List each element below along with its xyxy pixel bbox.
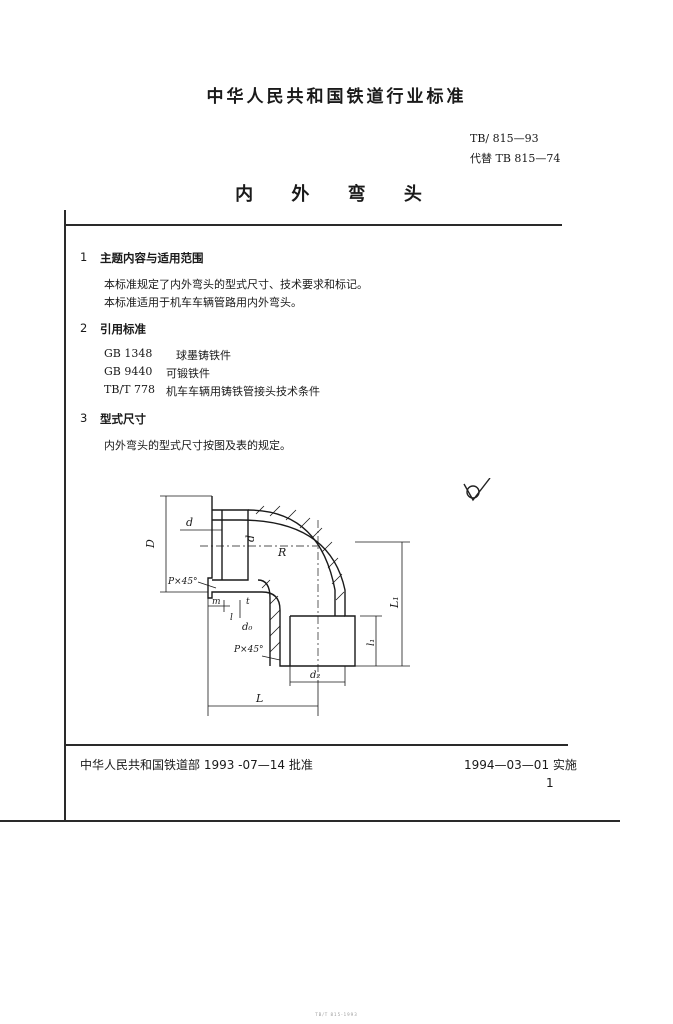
elbow-drawing: D d d R P×45° t m l d₀ P×45° L₁ l₁ d₂ L bbox=[144, 495, 410, 716]
section-number: 1 bbox=[80, 250, 88, 264]
issuer-line: 中华人民共和国铁道部 1993 -07—14 批准 bbox=[80, 758, 313, 772]
drawing-label-m: m bbox=[212, 597, 221, 607]
drawing-label-d0: d₀ bbox=[242, 622, 252, 633]
drawing-label-d: d bbox=[186, 516, 193, 529]
section-number: 2 bbox=[80, 321, 88, 335]
drawing-label-D: D bbox=[144, 539, 157, 549]
bottom-note: TB/T 815-1993 bbox=[315, 1012, 358, 1017]
drawing-label-P2: P×45° bbox=[233, 645, 264, 655]
reference-code: TB/T 778 bbox=[104, 383, 155, 396]
reference-code: GB 9440 bbox=[104, 365, 153, 378]
page-title: 内 外 弯 头 bbox=[235, 184, 438, 205]
replaces-code: 代替 TB 815—74 bbox=[470, 152, 561, 165]
drawing-label-P: P×45° bbox=[167, 577, 198, 587]
title-divider bbox=[64, 224, 562, 226]
drawing-label-L: L bbox=[255, 692, 263, 705]
reference-name: 可锻铁件 bbox=[166, 367, 210, 380]
paragraph: 本标准规定了内外弯头的型式尺寸、技术要求和标记。 bbox=[104, 278, 368, 291]
section-number: 3 bbox=[80, 411, 88, 425]
standard-body-header: 中华人民共和国铁道行业标准 bbox=[206, 87, 467, 107]
reference-code: GB 1348 bbox=[104, 347, 153, 360]
reference-name: 球墨铸铁件 bbox=[176, 349, 231, 362]
scan-edge-line bbox=[0, 820, 620, 822]
section-title: 主题内容与适用范围 bbox=[100, 251, 204, 265]
drawing-label-l: l bbox=[230, 613, 233, 623]
drawing-label-L1: L₁ bbox=[388, 596, 401, 609]
standard-code: TB/ 815—93 bbox=[470, 132, 539, 145]
drawing-label-d-inner: d bbox=[244, 535, 257, 542]
drawing-label-l1: l₁ bbox=[366, 639, 377, 646]
section-title: 型式尺寸 bbox=[100, 412, 146, 426]
reference-name: 机车车辆用铸铁管接头技术条件 bbox=[166, 385, 320, 398]
paragraph: 内外弯头的型式尺寸按图及表的规定。 bbox=[104, 439, 291, 452]
surface-finish-icon bbox=[463, 478, 491, 502]
section-title: 引用标准 bbox=[100, 322, 146, 336]
drawing-label-d2: d₂ bbox=[310, 670, 320, 681]
effective-date: 1994—03—01 实施 bbox=[464, 758, 577, 772]
footer-divider bbox=[64, 744, 568, 746]
page-number: 1 bbox=[546, 776, 554, 790]
drawing-label-t: t bbox=[246, 597, 250, 607]
paragraph: 本标准适用于机车车辆管路用内外弯头。 bbox=[104, 296, 302, 309]
left-margin-rule bbox=[64, 210, 66, 822]
drawing-label-R: R bbox=[277, 546, 286, 559]
